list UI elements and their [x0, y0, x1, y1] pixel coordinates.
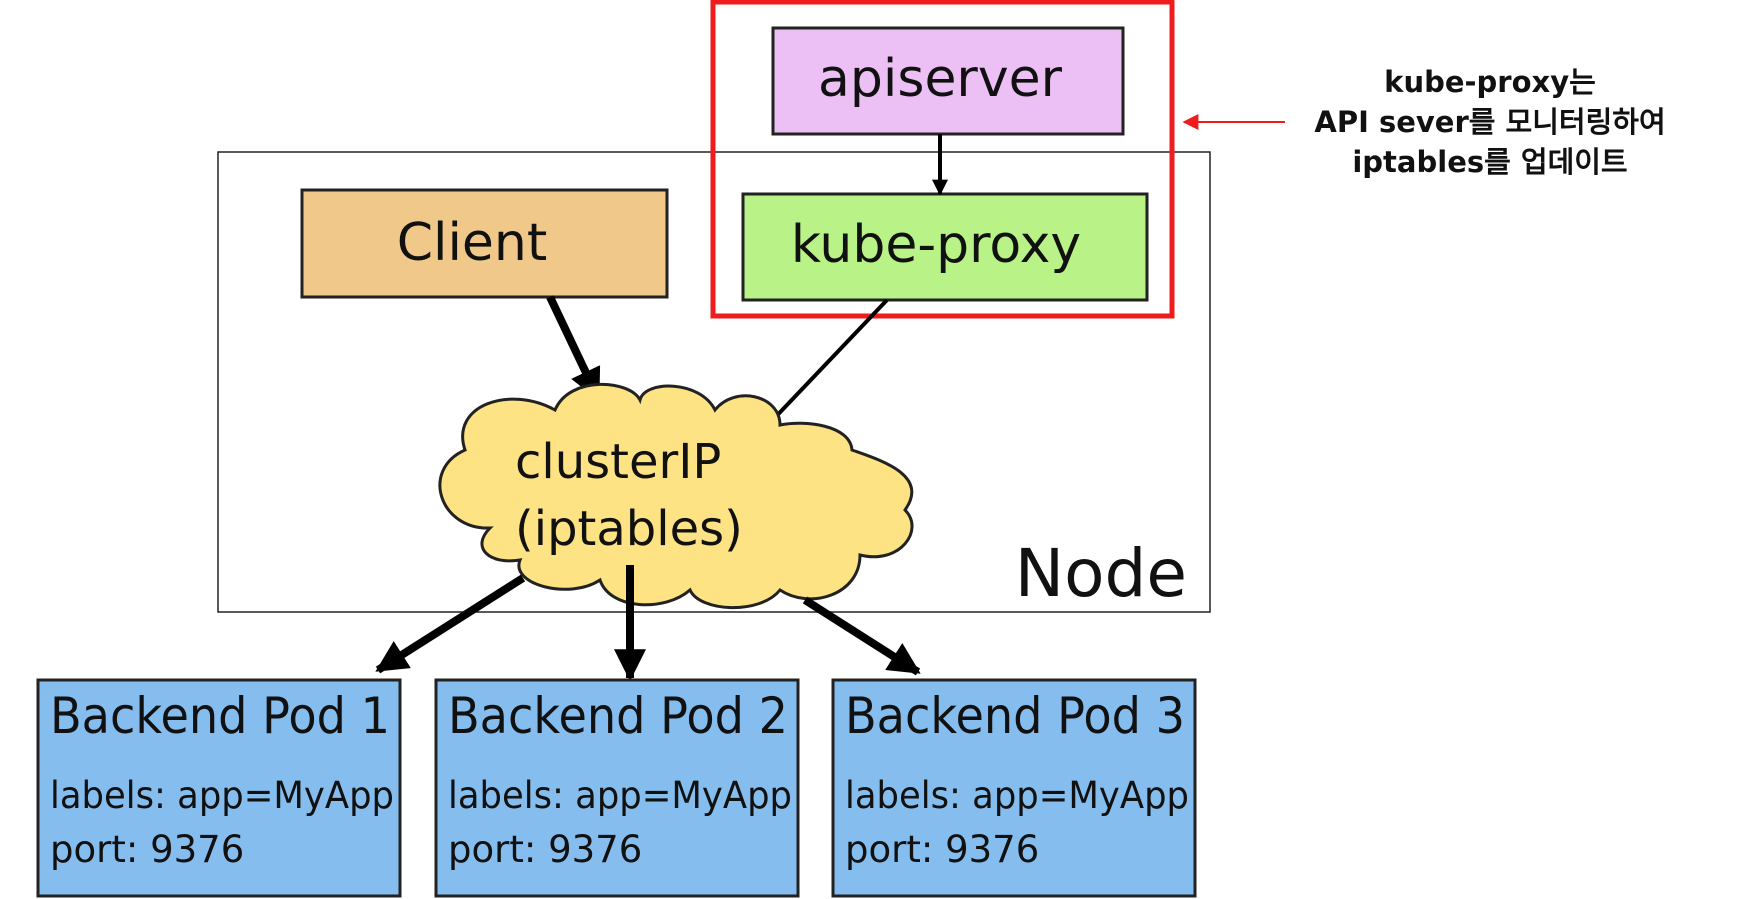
pod-title: Backend Pod 1 — [50, 687, 390, 745]
pod-title: Backend Pod 3 — [845, 687, 1185, 745]
highlight-frame — [710, 0, 1175, 319]
apiserver-label: apiserver — [818, 49, 1063, 109]
annotation-note: kube-proxy는 API sever를 모니터링하여 iptables를 … — [1250, 62, 1730, 182]
client-label: Client — [397, 213, 548, 273]
pod-labels: labels: app=MyApp — [448, 774, 792, 817]
note-line-3: iptables를 업데이트 — [1352, 145, 1628, 179]
pod-port: port: 9376 — [448, 828, 642, 871]
arrow-clusterip-to-pod-1 — [375, 574, 526, 674]
clusterip-label: clusterIP — [515, 434, 721, 490]
arrow-clusterip-to-pod-3 — [802, 596, 921, 676]
arrow-client-to-clusterip — [546, 295, 602, 401]
pod-port: port: 9376 — [845, 828, 1039, 871]
pod-labels: labels: app=MyApp — [845, 774, 1189, 817]
arrow-kube-proxy-to-clusterip — [764, 298, 889, 429]
note-line-2: API sever를 모니터링하여 — [1314, 105, 1666, 139]
kube-proxy-label: kube-proxy — [791, 215, 1081, 275]
clusterip-sublabel: (iptables) — [515, 501, 743, 557]
backend-pod-1: Backend Pod 1 labels: app=MyApp port: 93… — [36, 678, 402, 898]
backend-pod-3: Backend Pod 3 labels: app=MyApp port: 93… — [831, 678, 1197, 898]
node-label: Node — [1015, 535, 1187, 612]
backend-pod-2: Backend Pod 2 labels: app=MyApp port: 93… — [434, 678, 800, 898]
pod-labels: labels: app=MyApp — [50, 774, 394, 817]
pod-title: Backend Pod 2 — [448, 687, 788, 745]
clusterip-cloud — [438, 382, 914, 610]
pod-port: port: 9376 — [50, 828, 244, 871]
apiserver-box — [771, 26, 1125, 136]
note-line-1: kube-proxy는 — [1384, 65, 1596, 99]
kube-proxy-box — [741, 192, 1149, 302]
client-box — [300, 188, 669, 299]
